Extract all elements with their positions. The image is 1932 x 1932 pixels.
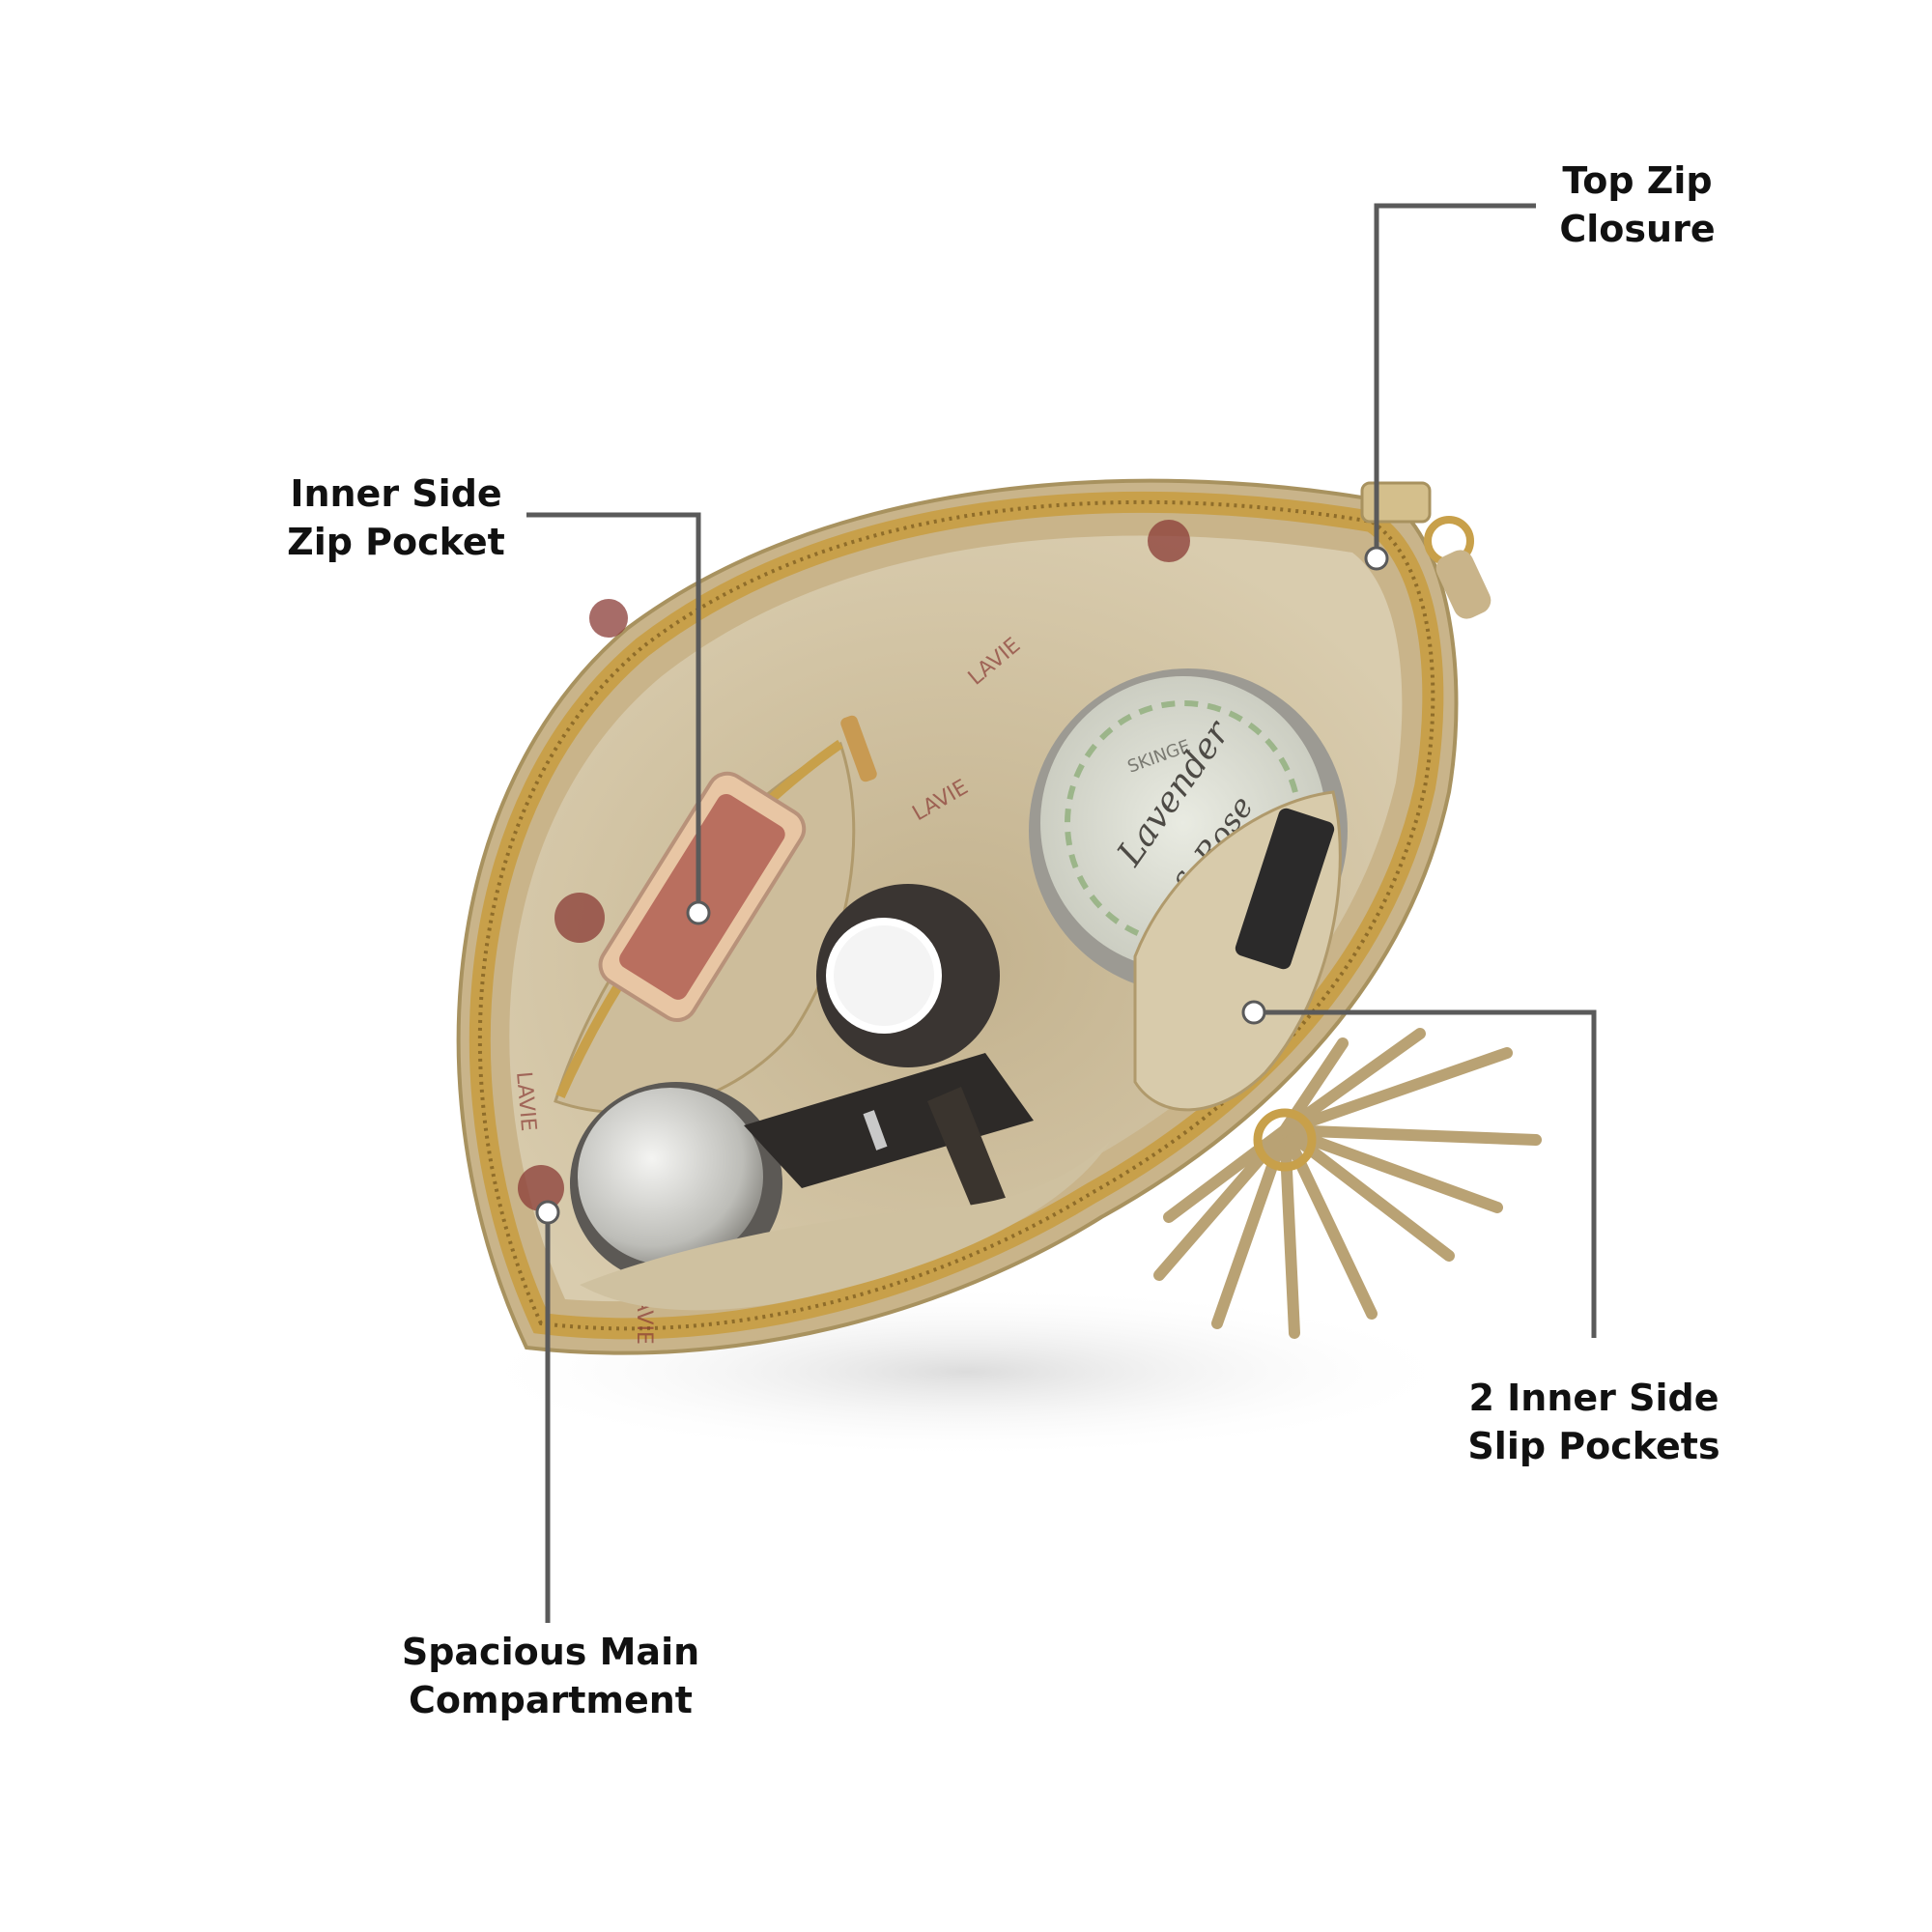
leader-slip [1254, 1009, 1597, 1338]
callout-top-zip-closure: Top Zip Closure [1546, 156, 1729, 253]
callout-inner-zip-line1: Inner Side [290, 472, 502, 515]
pocket-zip-pull [840, 715, 877, 782]
leader-lines [526, 203, 1597, 1623]
sunglasses [744, 1053, 1034, 1217]
callout-main-compartment: Spacious Main Compartment [386, 1628, 715, 1724]
leader-top-zip [1374, 203, 1536, 558]
callout-top-zip-line1: Top Zip [1562, 159, 1713, 202]
callout-slip-line1: 2 Inner Side [1468, 1377, 1719, 1419]
callout-inner-zip-line2: Zip Pocket [287, 521, 505, 563]
callout-main-line2: Compartment [409, 1679, 693, 1721]
dot-main [535, 1200, 560, 1225]
callout-slip-line2: Slip Pockets [1467, 1425, 1720, 1467]
lining-brand-4: LAVIE [511, 1070, 540, 1132]
dot-top-zip [1364, 546, 1389, 571]
steel-bottle [570, 1082, 782, 1285]
leader-dots [535, 546, 1389, 1225]
callout-top-zip-line2: Closure [1559, 208, 1716, 250]
bottom-pocket-flap [580, 1140, 1111, 1311]
callout-inner-slip-pockets: 2 Inner Side Slip Pockets [1449, 1374, 1739, 1470]
dot-inner-zip [686, 900, 711, 925]
callout-main-line1: Spacious Main [401, 1631, 700, 1673]
dot-slip [1241, 1000, 1266, 1025]
bottle [816, 884, 1000, 1067]
tassel-ring [1253, 1108, 1317, 1172]
phone [598, 771, 807, 1023]
callout-inner-side-zip-pocket: Inner Side Zip Pocket [280, 469, 512, 566]
slip-pocket-phone [1235, 808, 1335, 970]
leader-inner-zip [526, 512, 701, 913]
